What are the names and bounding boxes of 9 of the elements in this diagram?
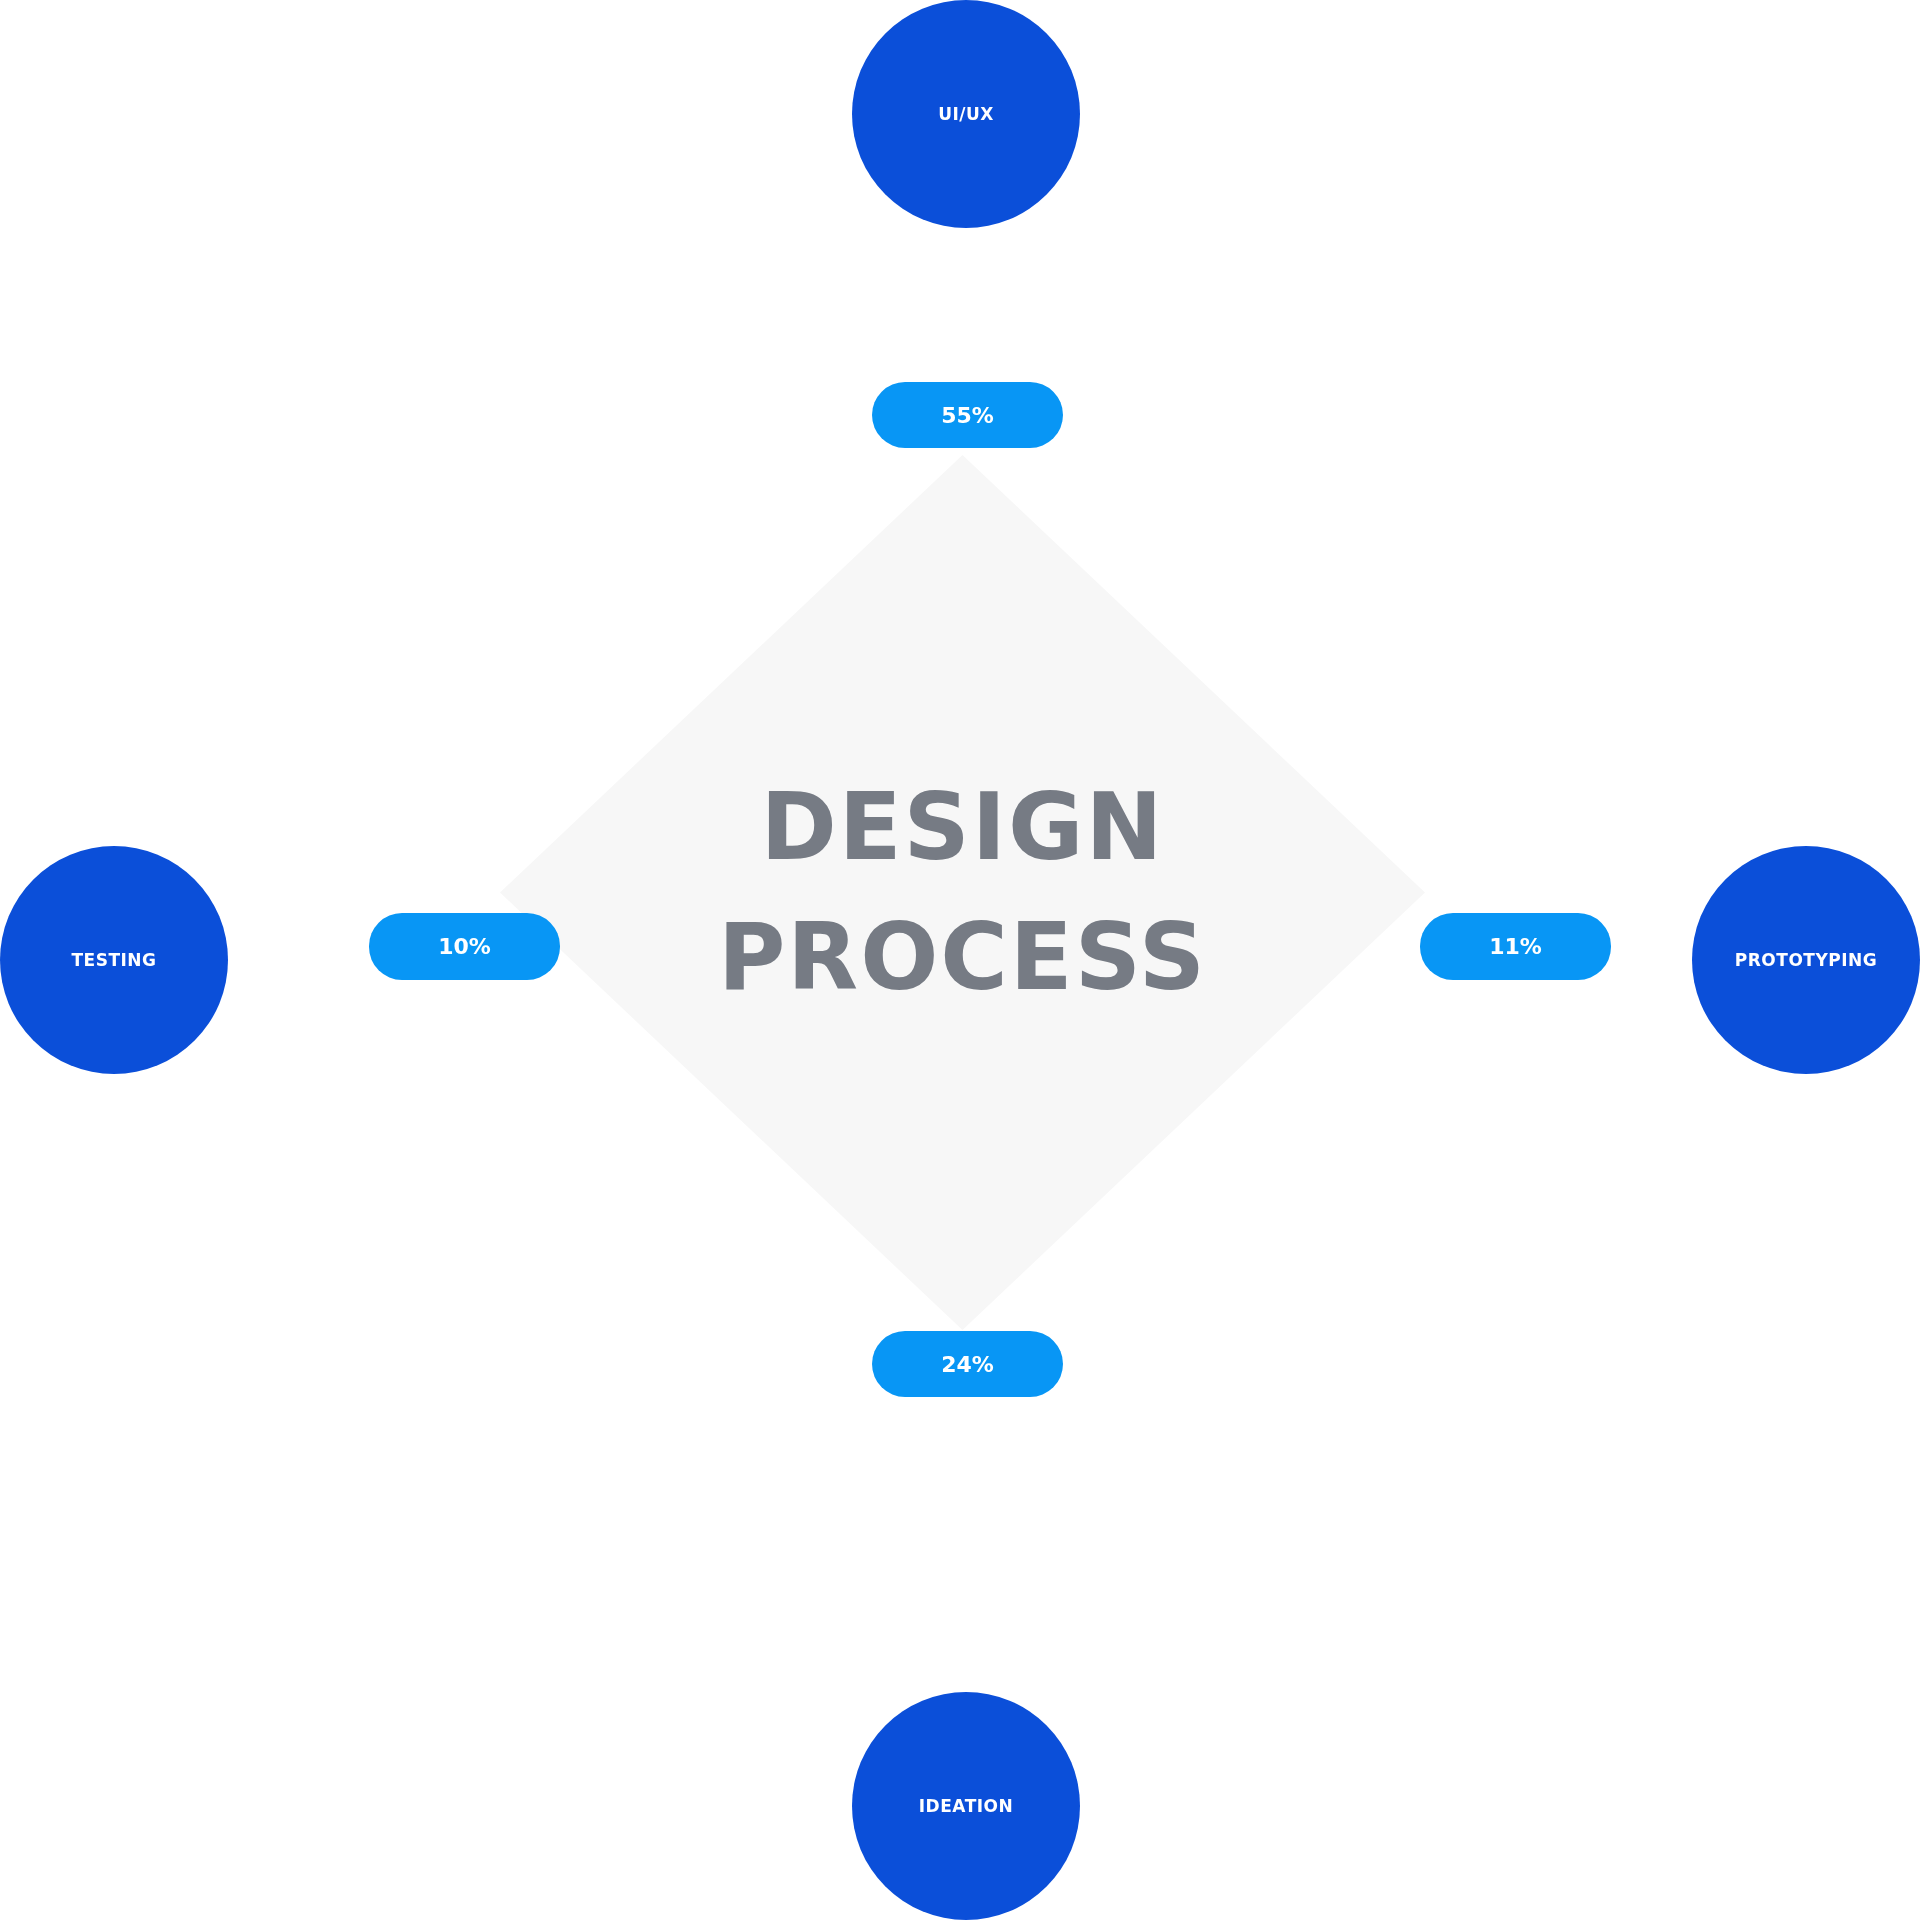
percentage-pill: 11%: [1420, 913, 1611, 980]
stage-circle: TESTING: [0, 846, 228, 1074]
stage-circle: PROTOTYPING: [1692, 846, 1920, 1074]
stage-circle: IDEATION: [852, 1692, 1080, 1920]
percentage-pill: 10%: [369, 913, 560, 980]
percentage-pill: 55%: [872, 382, 1063, 448]
stage-circle: UI/UX: [852, 0, 1080, 228]
percentage-pill: 24%: [872, 1331, 1063, 1397]
diamond-title: DESIGN PROCESS: [716, 772, 1209, 1013]
